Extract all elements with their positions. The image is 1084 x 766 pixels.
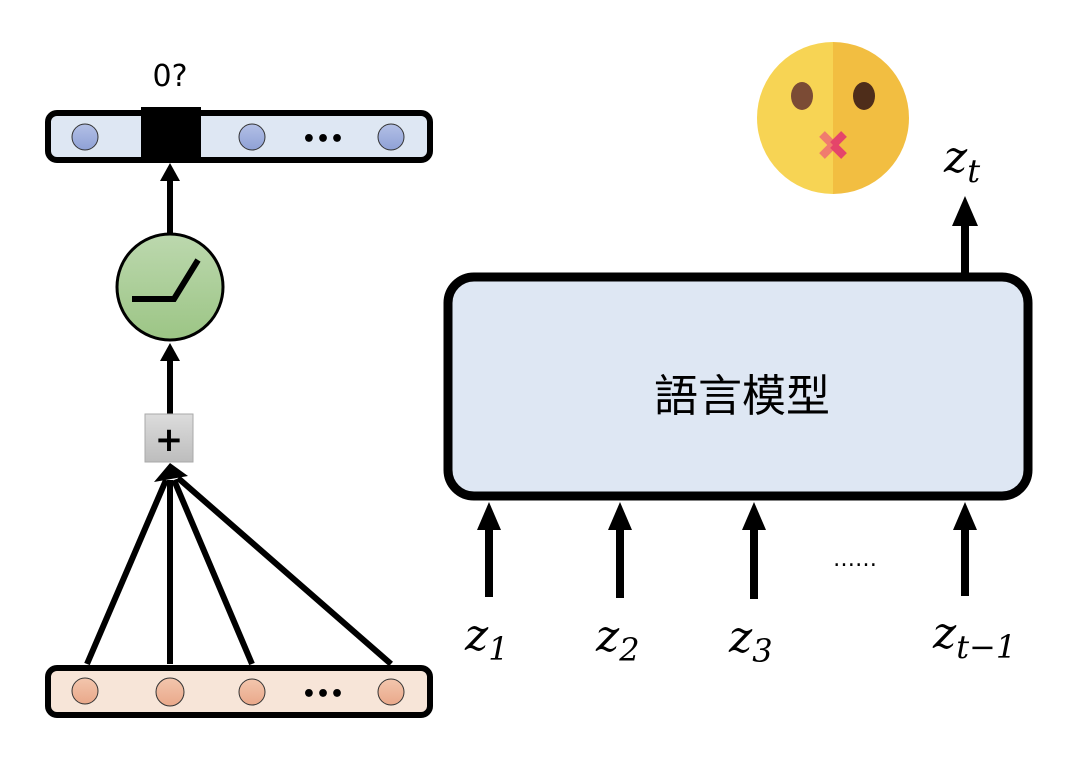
language-model-title: 語言模型 — [654, 371, 830, 422]
arrowhead — [154, 463, 188, 482]
mute-face-icon — [757, 42, 909, 194]
language-model-box — [443, 272, 1033, 501]
output-question-label: 0? — [152, 59, 187, 94]
sum-node: + — [144, 413, 194, 463]
connection-line — [171, 478, 255, 666]
output-node — [377, 123, 405, 151]
input-connections — [84, 463, 393, 667]
left-network: 0? ••• + — [45, 59, 433, 718]
relu-icon — [132, 258, 201, 302]
output-node — [71, 123, 99, 151]
input-node — [155, 677, 185, 707]
relu-activation — [115, 232, 225, 342]
output-ellipsis: ••• — [302, 127, 344, 152]
arrowhead — [160, 343, 180, 361]
connection-line — [176, 475, 393, 667]
input-node — [71, 677, 99, 705]
input-token-label: z2 — [595, 611, 640, 669]
right-eye — [853, 82, 875, 110]
sum-box — [144, 413, 194, 463]
arrowhead — [477, 502, 501, 530]
arrowhead — [160, 163, 180, 181]
arrowhead — [742, 502, 766, 530]
input-layer: ••• — [45, 665, 433, 718]
face-left-half — [757, 42, 833, 194]
x-stroke — [830, 131, 847, 148]
plus-icon: + — [155, 420, 184, 460]
arrowhead — [608, 502, 632, 530]
input-token-label: zt−1 — [932, 608, 1016, 666]
connection-line — [84, 478, 169, 666]
output-node — [238, 123, 266, 151]
x-stroke — [830, 142, 847, 159]
input-token-label: z3 — [728, 612, 773, 670]
arrowhead — [953, 502, 977, 530]
arrowhead — [952, 196, 978, 226]
masked-output-node — [141, 107, 201, 163]
language-model: zt 語言模型 …… z1 z2 z3 zt−1 — [443, 132, 1033, 670]
input-node — [377, 678, 405, 706]
input-node — [238, 678, 266, 706]
activation-node — [115, 232, 225, 342]
x-mouth-icon — [819, 131, 847, 159]
output-token-label: zt — [943, 132, 980, 190]
input-arrows — [477, 502, 977, 599]
face-right-half — [833, 42, 909, 194]
input-token-label: z1 — [464, 610, 509, 668]
output-layer: ••• — [45, 107, 433, 163]
input-ellipsis: …… — [833, 547, 877, 572]
left-eye — [791, 82, 813, 110]
input-ellipsis: ••• — [302, 682, 344, 707]
